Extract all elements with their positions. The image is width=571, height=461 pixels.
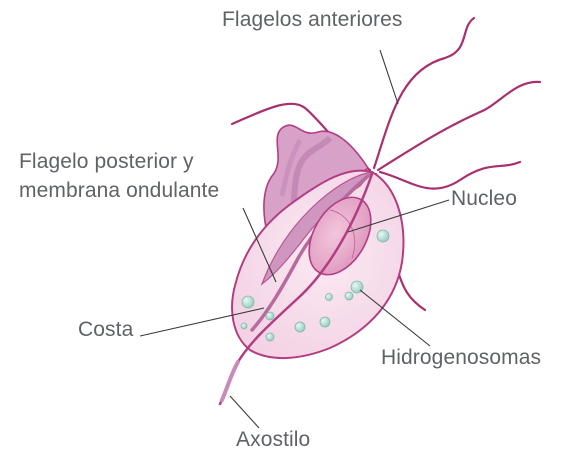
label-hydrogenosomes: Hidrogenosomas [381, 346, 541, 370]
label-costa: Costa [78, 318, 133, 342]
label-posterior-flagellum-line2: membrana ondulante [19, 179, 219, 203]
label-nucleus: Nucleo [451, 187, 517, 211]
label-anterior-flagella: Flagelos anteriores [222, 8, 403, 32]
label-axostyle: Axostilo [236, 428, 310, 452]
label-posterior-flagellum-line1: Flagelo posterior y [19, 150, 194, 174]
